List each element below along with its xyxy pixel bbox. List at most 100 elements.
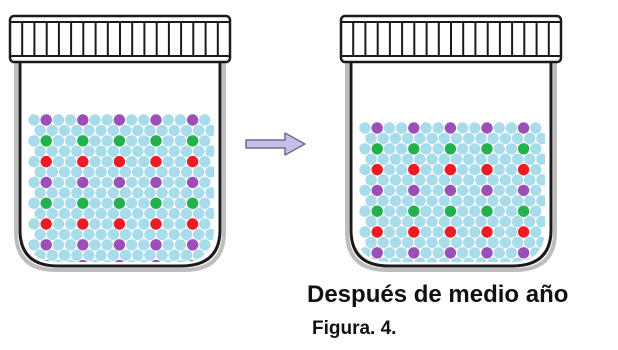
particle [438,132,450,145]
particle [365,236,377,249]
particle [408,247,420,259]
particle [505,205,518,217]
particle [186,239,199,251]
particle [144,145,156,157]
particle [168,228,180,241]
particle [524,215,536,228]
particle [450,132,463,145]
particle [463,174,475,186]
particle [150,155,162,168]
particle [377,153,389,165]
particle [426,257,438,262]
particle [414,215,426,228]
particle [456,143,469,155]
particle [450,174,463,186]
particle [174,197,187,209]
particle [469,226,481,238]
particle [359,122,371,134]
particle [438,215,450,228]
particle [469,122,481,134]
particle [34,145,46,157]
particle [481,247,493,259]
particle [28,197,40,209]
jar-before [8,14,232,272]
particle [365,153,377,165]
particle [493,143,505,155]
particle [174,239,187,251]
particle [193,249,205,261]
particle [499,195,511,207]
particle [101,218,113,230]
particle [536,132,545,145]
particle [408,226,420,238]
particle [505,226,518,238]
particle [530,163,542,176]
particle [52,114,65,126]
particle [487,215,499,228]
particle [58,187,71,199]
particle [463,132,475,145]
particle [28,135,40,147]
particle [95,145,107,157]
particle [414,195,426,207]
particle [46,249,58,261]
particle [487,153,499,165]
particle [481,163,493,176]
particle [481,205,493,217]
particle [125,239,138,251]
particle [77,218,89,230]
particle [71,187,83,199]
particle [205,228,214,241]
particle [450,215,463,228]
particle [408,163,420,176]
particle [383,163,396,176]
particle [168,187,180,199]
particle [156,249,168,261]
particle [113,176,126,189]
particle [34,207,46,220]
particle [389,195,402,207]
particle [524,153,536,165]
jar-after [339,14,563,272]
particle [119,124,132,137]
particle [132,207,144,220]
particle [444,205,457,217]
particle [420,163,432,176]
particle [530,226,542,238]
particle [438,195,450,207]
particle [180,207,193,220]
particle [450,153,463,165]
particle [107,207,120,220]
particle [377,174,389,186]
particle [432,226,444,238]
jar-after-lid-ridges [352,22,550,56]
jar-after-shadow [345,58,557,272]
particle [420,226,432,238]
particle [444,122,457,134]
particle [511,195,524,207]
particle [499,236,511,249]
particle [402,174,414,186]
particle [162,135,174,147]
particle [113,114,126,126]
particle [475,195,487,207]
particle [174,176,187,189]
particle [450,236,463,249]
particle [132,124,144,137]
particle [174,155,187,168]
particle [119,166,132,178]
particle [150,135,162,147]
particle [132,187,144,199]
particle [28,218,40,230]
particle [517,143,530,155]
particle [402,257,414,262]
particle [420,122,432,134]
particle [113,155,126,168]
particle [101,197,113,209]
particle [438,236,450,249]
particle [150,114,162,126]
particle [456,122,469,134]
particle [40,218,52,230]
particle [89,218,101,230]
particle [469,247,481,259]
